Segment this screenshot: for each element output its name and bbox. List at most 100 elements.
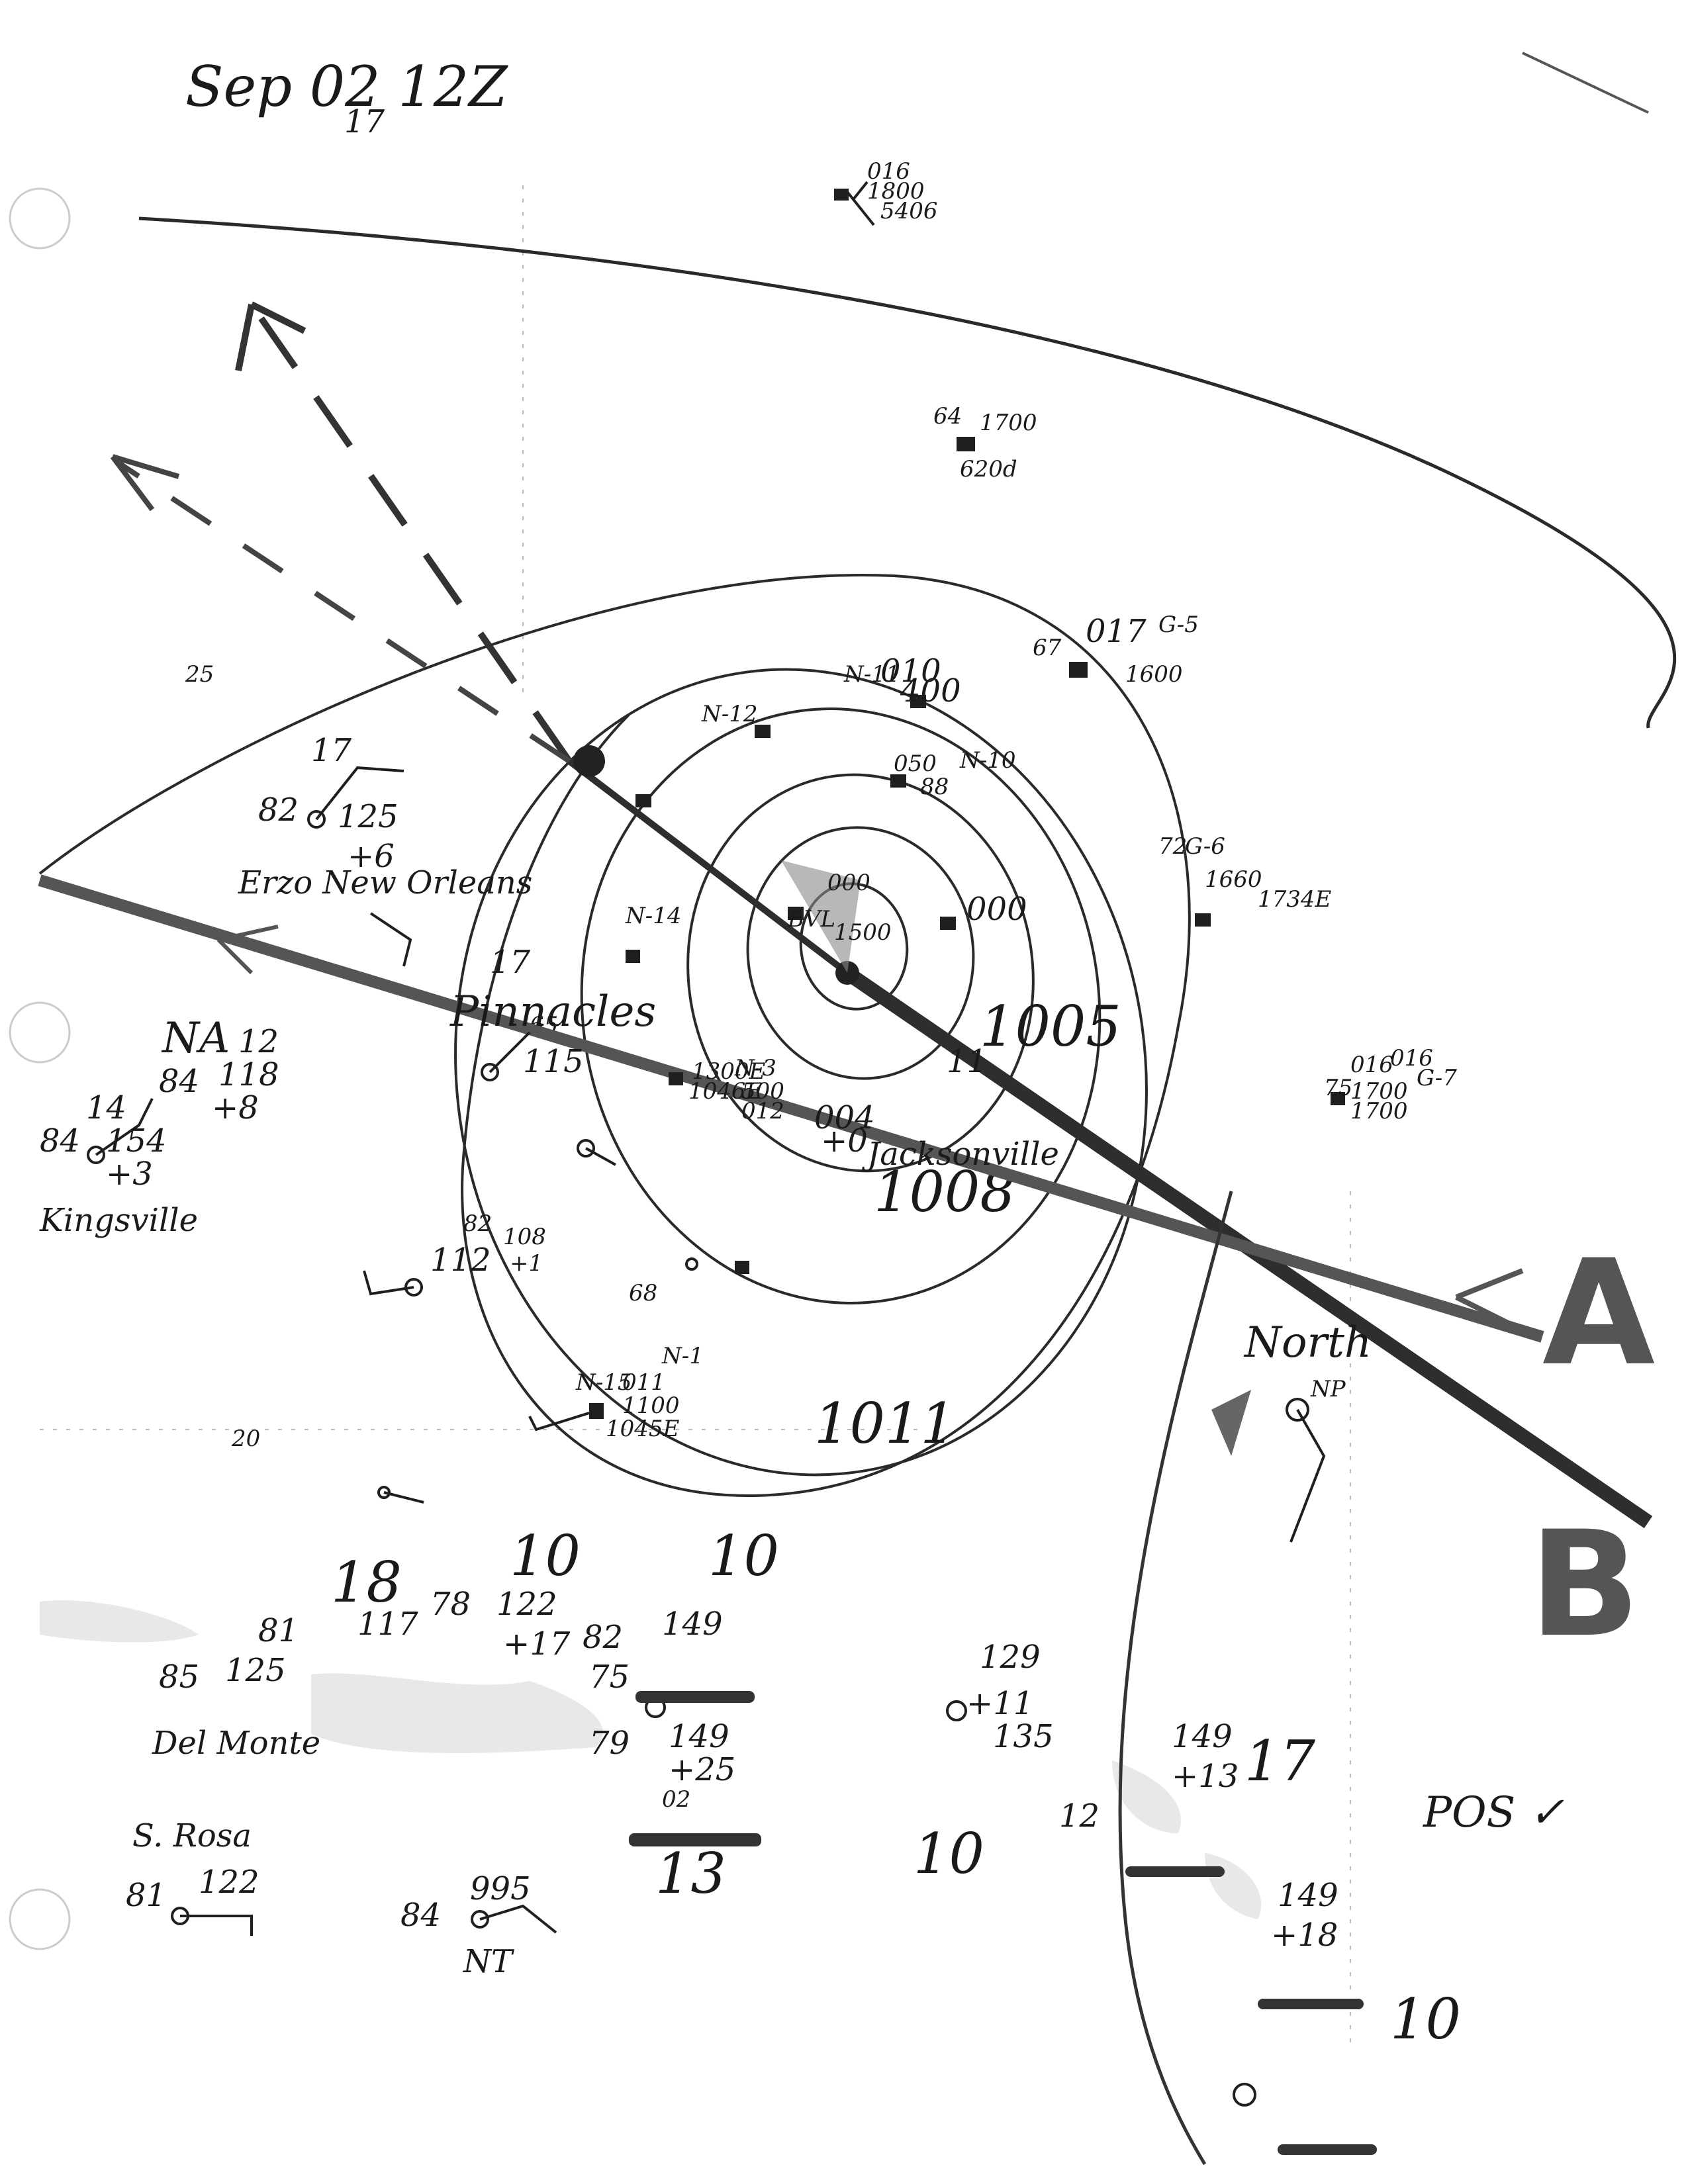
misc-v0: 82 [258,792,299,829]
wind-barbs [95,181,1326,1936]
center-dot [573,745,605,777]
misc-v21: 10 [1390,1987,1461,2052]
cold-front-curve [1118,1191,1233,2165]
station-kingsville-v5: 84 [40,1122,80,1160]
misc-v23: +18 [1271,1917,1338,1954]
station-kingsville-v8: +3 [106,1156,153,1193]
misc-v61: 1734E [1258,886,1332,913]
station-jacksonville: Jacksonville [861,1136,1059,1173]
isobar-1011 [454,668,1148,1477]
misc-v58: 67 [1033,635,1062,661]
misc-v31: +0 [821,1122,868,1160]
misc-v20: 17 [1244,1729,1315,1794]
track-dashed-2 [117,461,571,764]
station-kingsville: Kingsville [39,1202,198,1239]
pos-check: POS ✓ [1423,1788,1564,1837]
station-kingsville-v7: 154 [106,1122,167,1160]
misc-v57: 620d [960,456,1017,482]
misc-v33: 1700 [1350,1078,1408,1105]
misc-v14: 79 [589,1725,630,1762]
misc-v25: +13 [1172,1758,1239,1795]
misc-v59: 72 [1158,833,1187,860]
station-del-monte-v3: 117 [357,1606,418,1643]
misc-v68: 500 [741,1078,784,1105]
misc-v9: 10 [510,1524,581,1588]
station-kingsville-v2: 12 [238,1023,279,1060]
misc-v38: 050 [894,751,937,777]
station-pinnacles-v0: 17 [490,944,531,981]
station-del-monte-v1: 85 [159,1659,199,1696]
misc-v40: N-11 [843,661,900,688]
misc-v55: 64 [933,403,962,430]
station-s-rosa: S. Rosa [132,1817,252,1854]
misc-v11: 82 [583,1619,623,1656]
misc-v47: 1100 [622,1392,680,1419]
misc-v15: 149 [669,1718,729,1755]
misc-v56: 1700 [980,410,1037,436]
misc-v67: N-3 [734,1055,776,1081]
misc-v66: 1300E [692,1058,766,1085]
station-new-orleans: Erzo New Orleans [238,864,532,901]
misc-v42: N-12 [701,701,758,727]
station-kingsville-v3: 118 [218,1056,279,1093]
misc-v24: 149 [1172,1718,1233,1755]
track-dashed-1 [248,302,573,763]
misc-v18: 13 [655,1841,726,1906]
precip-bars [629,1691,1377,2155]
station-kingsville-v1: 84 [159,1063,199,1100]
misc-v13: 75 [589,1659,630,1696]
track-center-nw [567,758,850,976]
misc-v8: 18 [331,1550,402,1615]
station-nt: NT [463,1943,514,1980]
north-label: North [1243,1318,1372,1367]
station-kingsville-v6: 14 [86,1089,126,1126]
misc-v60: 1660 [1205,866,1262,893]
station-del-monte-v2: 125 [225,1652,286,1689]
shaded-wind-area [781,860,861,973]
misc-v35: 017 [1086,613,1147,650]
misc-v75: BVL [787,906,835,933]
station-pinnacles-v1: 115 [523,1043,584,1080]
station-s-rosa-v1: 122 [199,1864,259,1901]
misc-v39: 88 [920,774,949,800]
station-nt-v0: 84 [400,1897,441,1934]
shaded-triangle [1211,1390,1251,1456]
lat-lon-grid [40,185,1351,2052]
storm-tracks [38,301,1653,1529]
misc-v37: 400 [900,672,961,709]
misc-v41: N-10 [959,747,1016,774]
date-label: Sep 02 12Z [185,54,508,119]
corner-line [1522,52,1649,114]
misc-v46: 011 [622,1369,665,1396]
misc-v17: 02 [662,1786,690,1813]
misc-v63: 1700 [1350,1098,1408,1124]
misc-v26: 135 [993,1718,1054,1755]
misc-v62: 75 [1324,1075,1352,1101]
misc-v65: 1046E [688,1078,763,1105]
misc-v1: 125 [338,798,399,835]
station-del-monte-v0: 81 [258,1612,299,1649]
isobars [38,574,1191,1498]
misc-v51: G-7 [1417,1065,1457,1091]
misc-v64: 016 [1390,1045,1433,1071]
station-del-monte-v5: 122 [496,1586,557,1623]
isobar-label-1011: 1011 [814,1391,956,1456]
arrowhead-2 [110,454,180,512]
misc-v70: 000 [827,870,870,896]
station-markers [589,189,1345,1419]
misc-v73: 11 [947,1043,987,1080]
track-thick-west [38,874,1544,1343]
land-station-circles [87,810,1309,2107]
station-nt-v1: 995 [470,1870,531,1907]
misc-v30: 004 [814,1099,875,1136]
misc-v19: 10 [914,1821,984,1886]
misc-v53: 1800 [867,178,925,205]
upper-boundary-line [138,216,1677,729]
misc-v34: 1600 [1125,661,1183,688]
misc-v7: 112 [430,1242,491,1279]
misc-v27: +11 [966,1685,1033,1722]
misc-v3: 17 [311,732,352,769]
misc-v74: 1500 [834,919,892,946]
